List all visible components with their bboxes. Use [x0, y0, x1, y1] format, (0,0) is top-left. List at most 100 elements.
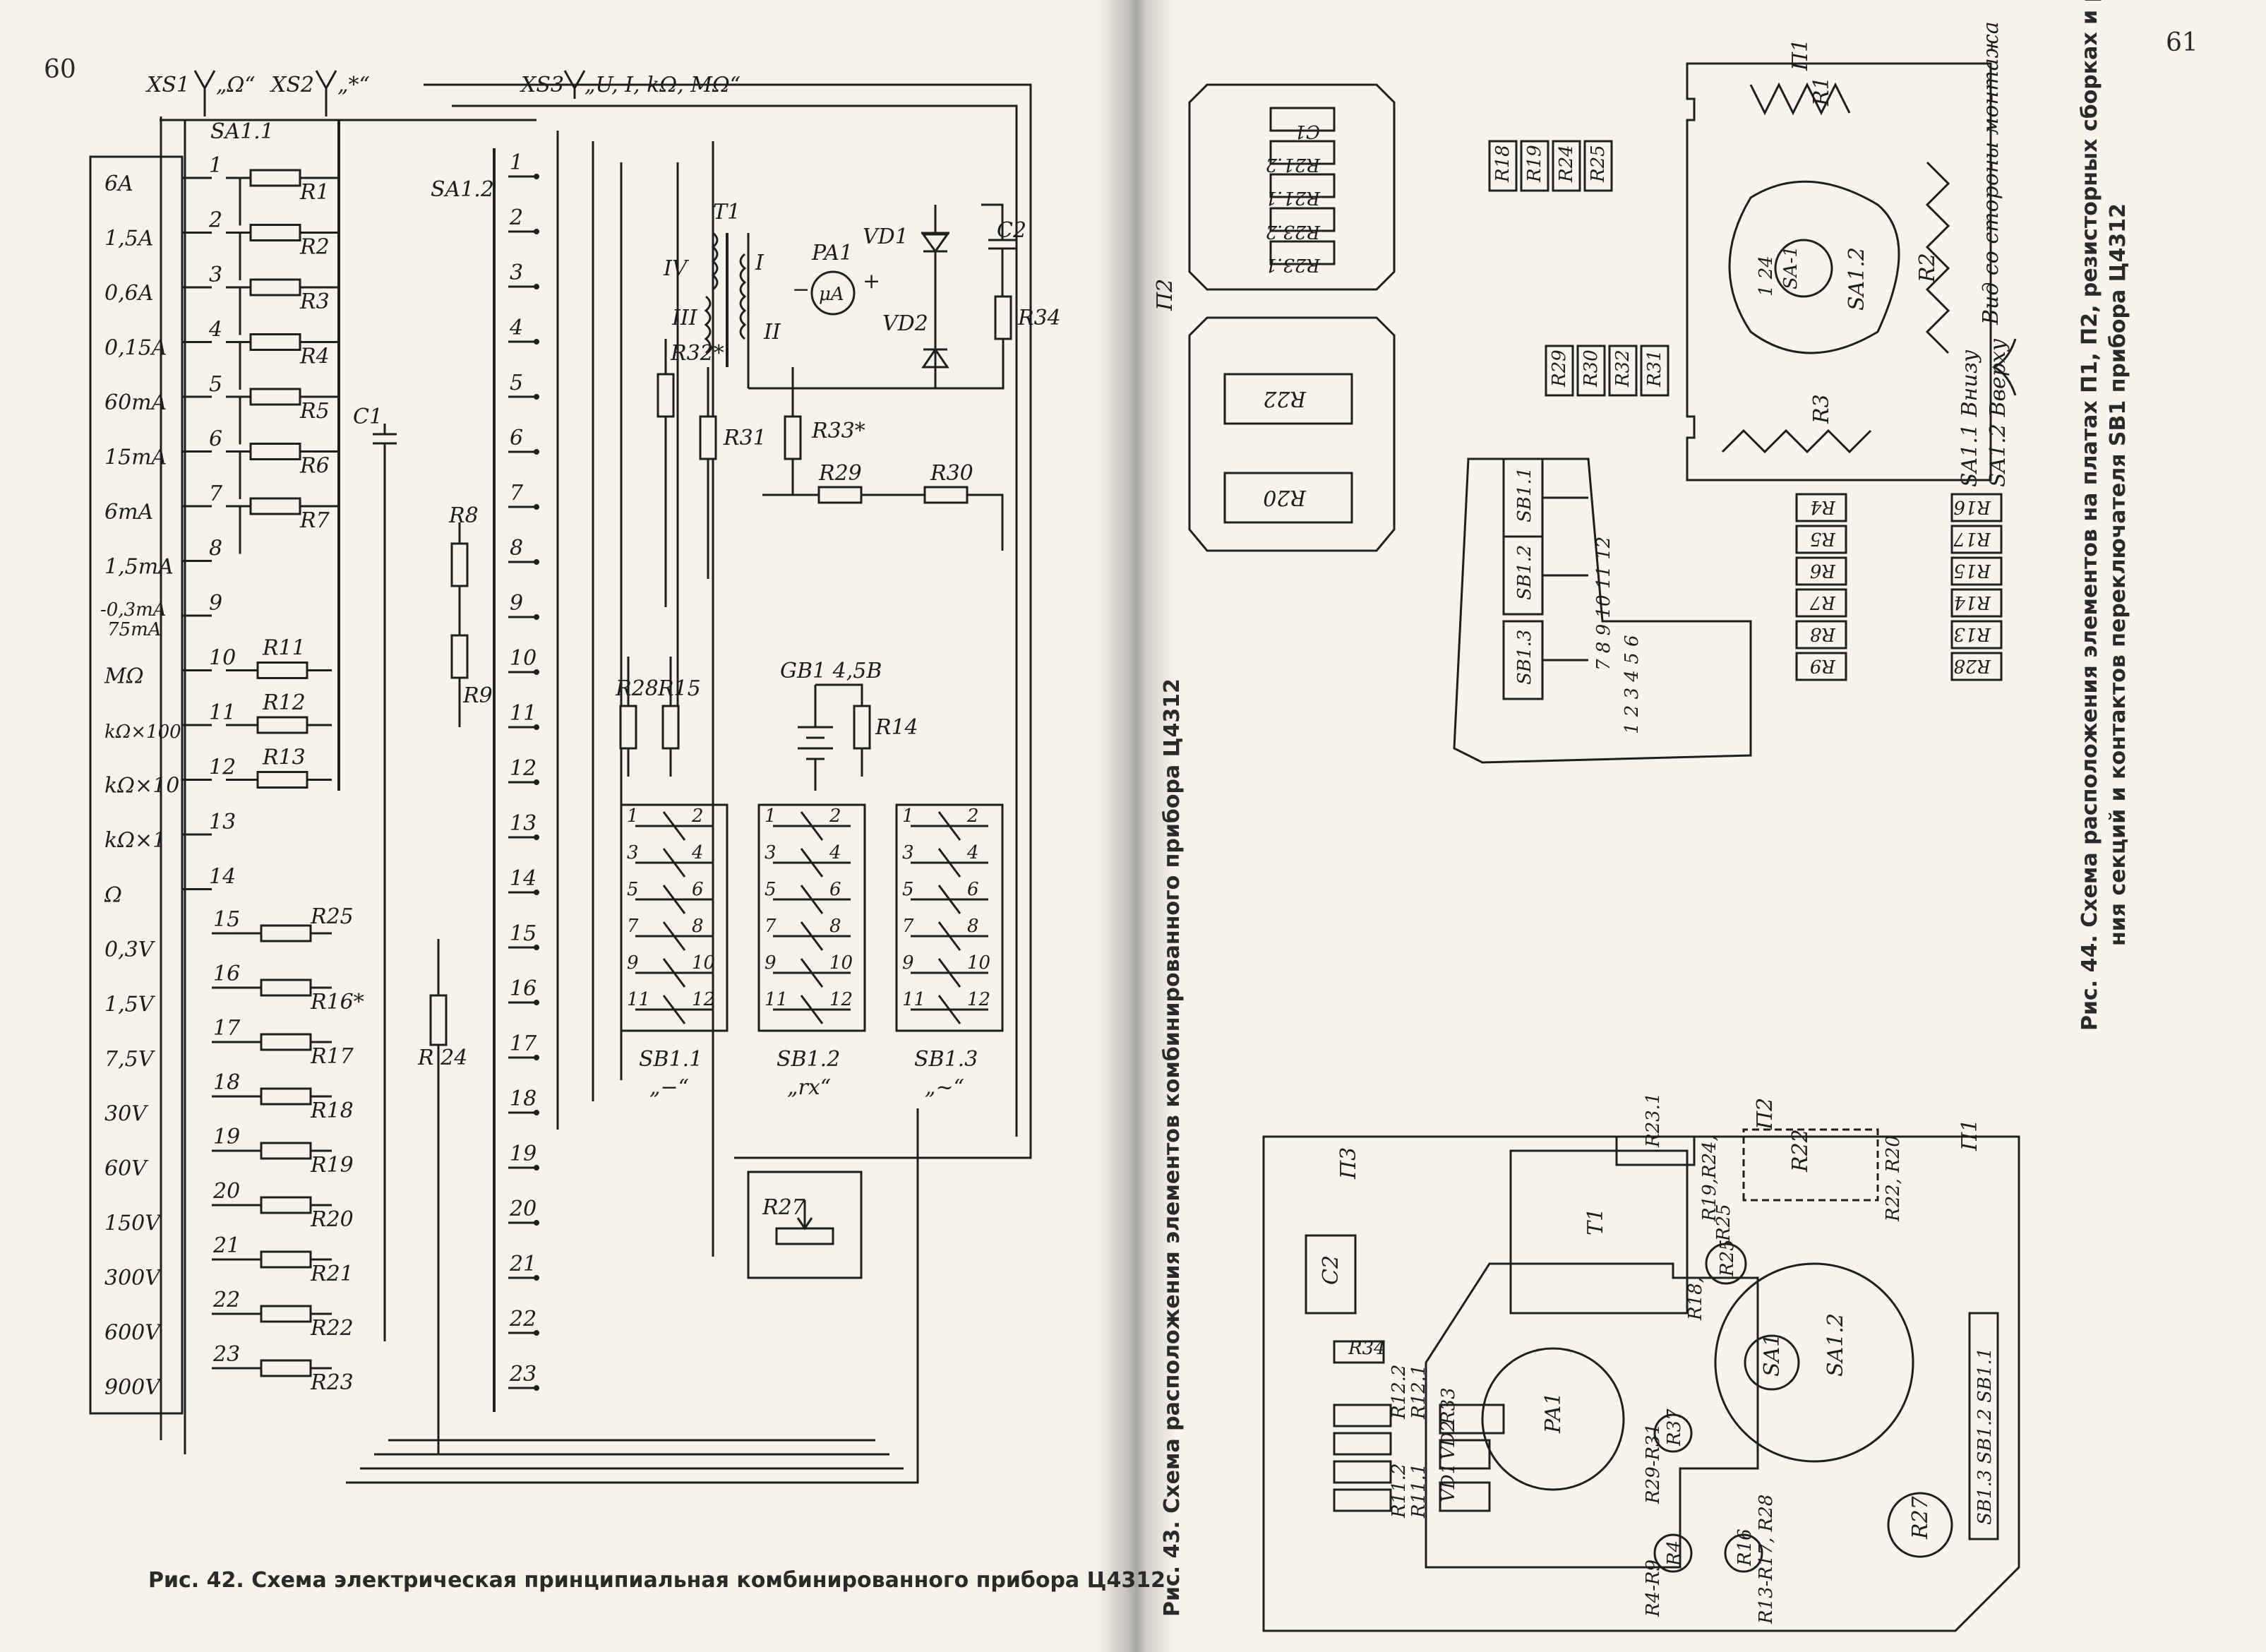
sb-contact-number: 7 — [902, 916, 914, 937]
t1-winding-iv-label: IV — [663, 256, 690, 281]
sa1-2-contact-dot — [534, 1330, 539, 1336]
fig44-r3-trace — [1721, 429, 1872, 454]
sa1-2-contact-dot — [534, 1275, 539, 1281]
c1-capacitor — [373, 424, 397, 1341]
contact-number: 20 — [212, 1179, 240, 1204]
fig43-r29-r31: R29-R31 — [1643, 1423, 1664, 1504]
fig43-sa1-2: SA1.2 — [1823, 1313, 1848, 1377]
resistor-assembly — [1795, 652, 1847, 681]
t1-winding-iii — [704, 295, 712, 354]
resistor-assembly — [1576, 345, 1606, 397]
resistor-assembly — [1795, 588, 1847, 618]
sa1-2-contact-number: 17 — [510, 1031, 537, 1056]
shunt-resistor — [249, 278, 301, 297]
sb-contact-lever — [937, 811, 961, 841]
resistor-assembly-label: R32 — [1612, 349, 1633, 388]
r28-label: R28 — [615, 676, 659, 701]
resistor-assembly-label: R30 — [1581, 349, 1602, 388]
sb-contact-lever — [800, 811, 824, 841]
contact-number: 12 — [209, 755, 236, 780]
pa1-meter — [810, 270, 856, 316]
sa1-2-contact-number: 22 — [509, 1307, 536, 1331]
fig43-r12-2-box — [1333, 1432, 1392, 1456]
r15-resistor — [661, 705, 680, 750]
resistor-assembly-label: R19 — [1524, 145, 1545, 183]
volt-resistor-label: R17 — [310, 1044, 354, 1069]
range-label: -0,3mA — [100, 599, 167, 621]
fig44-sa1-center — [1774, 239, 1833, 298]
p2-part-label: R23.1 — [1266, 254, 1321, 275]
xs1-label: XS1 — [145, 73, 190, 97]
resistor-assembly-label: R25 — [1588, 145, 1609, 183]
range-label: 1,5V — [104, 993, 156, 1017]
resistor-assembly-label: R8 — [1810, 623, 1836, 645]
resistor-assembly-label: R29 — [1549, 349, 1570, 388]
pa1-unit: μA — [819, 284, 844, 305]
pa1-plus: + — [863, 269, 880, 294]
range-label: 6mA — [104, 500, 153, 525]
fig43-p2-label: П2 — [1753, 1098, 1778, 1130]
fig43-r23-1-box — [1615, 1135, 1696, 1166]
sb-contact-number: 11 — [765, 989, 788, 1010]
sa1-2-contact-number: 16 — [510, 976, 536, 1001]
fig43-r37-circle — [1653, 1413, 1693, 1453]
sb-contact-lever — [800, 848, 824, 878]
fig44-legend-3: Вид со стороны монтажа — [1979, 21, 2003, 325]
fig44-sa1: SA-1 — [1780, 246, 1802, 289]
range-label: kΩ×1 — [104, 828, 166, 853]
xs1-symbol — [193, 70, 216, 116]
sa1-2-contact-number: 7 — [510, 481, 524, 505]
sa1-2-contact-dot — [534, 1385, 539, 1391]
book-gutter — [1098, 0, 1175, 1652]
contact-number: 17 — [213, 1016, 241, 1041]
range-label: 1,5A — [104, 227, 153, 251]
resistor-assembly — [1520, 140, 1549, 192]
r29-label: R29 — [818, 461, 862, 486]
resistor-assembly-label: R5 — [1810, 528, 1836, 549]
volt-resistor-label: R23 — [310, 1370, 354, 1395]
fig43-r22: R22 — [1788, 1129, 1813, 1173]
sb-contact-number: 5 — [902, 879, 914, 900]
vd2-label: VD2 — [882, 311, 928, 336]
sa1-2-contact-number: 5 — [510, 371, 523, 395]
r34-label: R34 — [1017, 306, 1061, 330]
contact-number: 15 — [213, 907, 240, 932]
fig44-legend-1: SA1.1 Внизу — [1958, 349, 1982, 487]
range-label-panel — [89, 155, 184, 1415]
p2-part-label: R21.1 — [1266, 187, 1321, 208]
sb-contact-number: 7 — [627, 916, 639, 937]
fig43-c2: C2 — [1319, 1255, 1343, 1285]
resistor-assembly — [1640, 345, 1669, 397]
r32-resistor — [657, 373, 675, 418]
range-label: 600V — [104, 1321, 162, 1346]
resistor-assembly-label: R31 — [1644, 349, 1665, 388]
range-label: 30V — [104, 1102, 149, 1127]
sa1-2-contact-dot — [534, 614, 539, 620]
sa1-2-contact-number: 20 — [509, 1197, 536, 1221]
fig44-r20-box — [1223, 472, 1353, 524]
volt-resistor-label: R18 — [310, 1099, 354, 1123]
sa1-2-contact-number: 10 — [510, 646, 536, 671]
resistor-assembly — [1950, 525, 2003, 554]
contact-number: 22 — [212, 1288, 240, 1312]
range-label: 0,3V — [104, 938, 156, 962]
vd1-label: VD1 — [863, 225, 909, 249]
c2-label: C2 — [997, 218, 1026, 243]
xs3-symbol — [563, 70, 586, 99]
fig43-r12-1-box — [1333, 1403, 1392, 1427]
sb-contact-lever — [662, 811, 686, 841]
volt-resistor — [260, 1142, 312, 1160]
right-page — [1122, 0, 2266, 1652]
sb-contact-lever — [800, 958, 824, 988]
resistor-assembly-label: R24 — [1556, 145, 1577, 183]
sb-contact-number: 1 — [902, 806, 914, 827]
r31-resistor — [699, 415, 717, 460]
sa1-2-contact-dot — [534, 945, 539, 950]
sb-contact-lever — [800, 921, 824, 951]
fig43-r27-circle — [1887, 1492, 1953, 1558]
sa1-2-contact-dot — [534, 779, 539, 785]
sb-contact-number: 4 — [966, 842, 979, 863]
r9-resistor — [450, 634, 469, 679]
